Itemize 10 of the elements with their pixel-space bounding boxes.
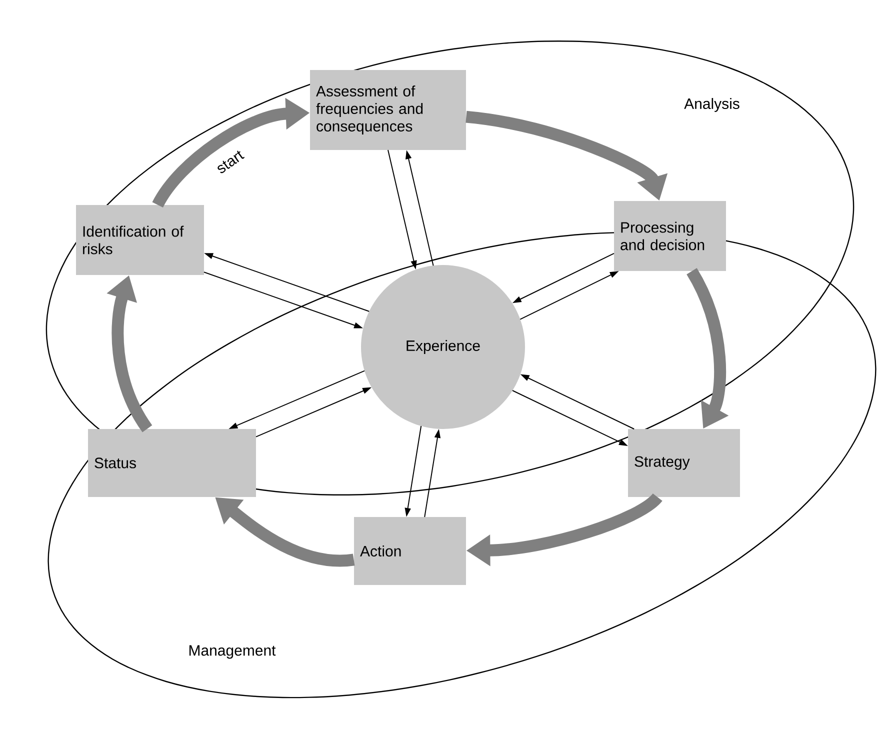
region-label: Management [189,645,276,659]
process-box: Assessment of frequencies and consequences [310,70,466,150]
region-label: Analysis [684,98,740,112]
process-box: Status [88,429,256,497]
process-box: Processing and decision [614,201,726,271]
circle-node: Experience [361,265,525,429]
process-box: Strategy [628,429,740,497]
process-box: Action [354,517,466,585]
process-box: Identification of risks [76,205,204,275]
edge-label: start [214,148,246,176]
